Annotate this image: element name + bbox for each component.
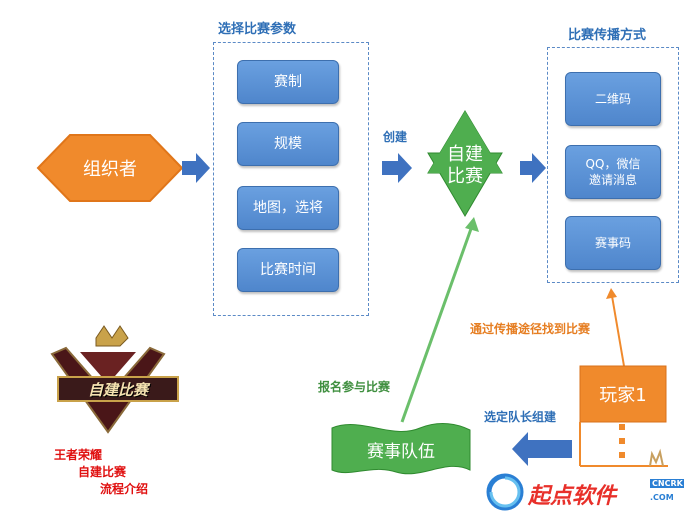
self-built-match-badge [50, 325, 179, 434]
params-panel [213, 42, 369, 316]
signup-label: 报名参与比赛 [318, 380, 391, 394]
caption-line3: 流程介绍 [100, 482, 149, 496]
player-dot-3 [619, 452, 625, 458]
select-captain-label: 选定队长组建 [484, 410, 557, 424]
arrow-organizer-to-params [182, 153, 210, 183]
param-item-map: 地图，选将 [237, 186, 339, 230]
param-item-format: 赛制 [237, 60, 339, 104]
spread-panel [547, 47, 679, 283]
find-path-label: 通过传播途径找到比赛 [470, 322, 591, 336]
bunny-ears-icon [649, 448, 664, 467]
arrow-team-to-create [465, 217, 479, 232]
badge-text: 自建比赛 [87, 381, 148, 399]
organizer-hexagon [36, 134, 184, 202]
spread-item-code: 赛事码 [565, 216, 661, 270]
caption-line2: 自建比赛 [78, 465, 127, 479]
player-dot-2 [619, 438, 625, 444]
arrow-player-to-team [512, 432, 572, 466]
arrow-create-to-spread [520, 153, 546, 183]
create-arrow-label: 创建 [383, 130, 408, 144]
spread-title: 比赛传播方式 [568, 28, 647, 43]
player-box [579, 365, 667, 423]
watermark-sub2: .COM [650, 493, 674, 502]
arrow-player-to-spread [606, 288, 617, 299]
watermark-text: 起点软件 [528, 484, 617, 509]
caption-line1: 王者荣耀 [54, 448, 103, 462]
team-banner [331, 423, 471, 475]
spread-item-qrcode: 二维码 [565, 72, 661, 126]
arrow-params-to-create [382, 153, 412, 183]
spread-item-invite: QQ，微信 邀请消息 [565, 145, 661, 199]
params-title: 选择比赛参数 [218, 22, 297, 37]
param-item-scale: 规模 [237, 122, 339, 166]
param-item-time: 比赛时间 [237, 248, 339, 292]
create-star [427, 110, 503, 217]
watermark-sub1: CNCRK [650, 479, 684, 488]
player-dot-1 [619, 424, 625, 430]
